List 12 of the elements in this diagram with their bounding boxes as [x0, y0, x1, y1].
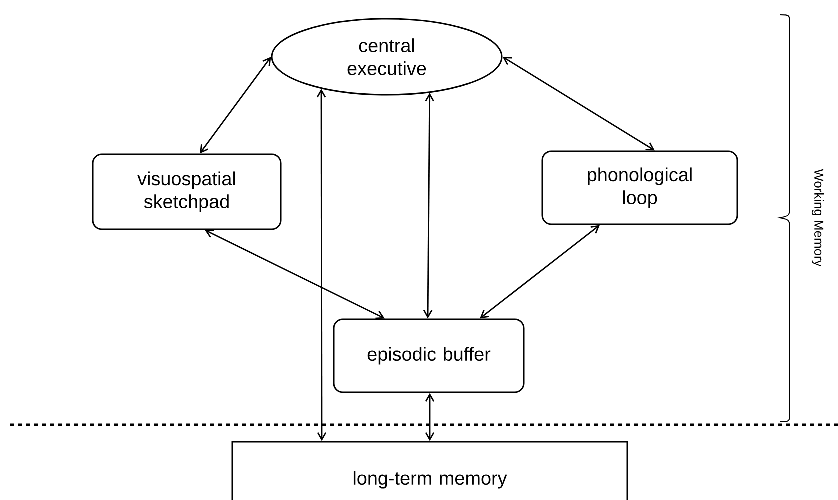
brace-label: Working Memory	[812, 169, 824, 267]
process-box: long-term memory	[232, 441, 628, 500]
arrow	[316, 88, 327, 442]
process-box: visuospatial sketchpad	[92, 154, 282, 230]
arrow	[200, 57, 272, 154]
arrow	[502, 57, 655, 151]
arrow	[480, 225, 600, 319]
process-box: episodic buffer	[333, 318, 525, 394]
process-box: phonological loop	[542, 150, 738, 226]
arrow	[423, 92, 434, 319]
arrow	[205, 230, 385, 320]
arrow	[425, 393, 435, 442]
